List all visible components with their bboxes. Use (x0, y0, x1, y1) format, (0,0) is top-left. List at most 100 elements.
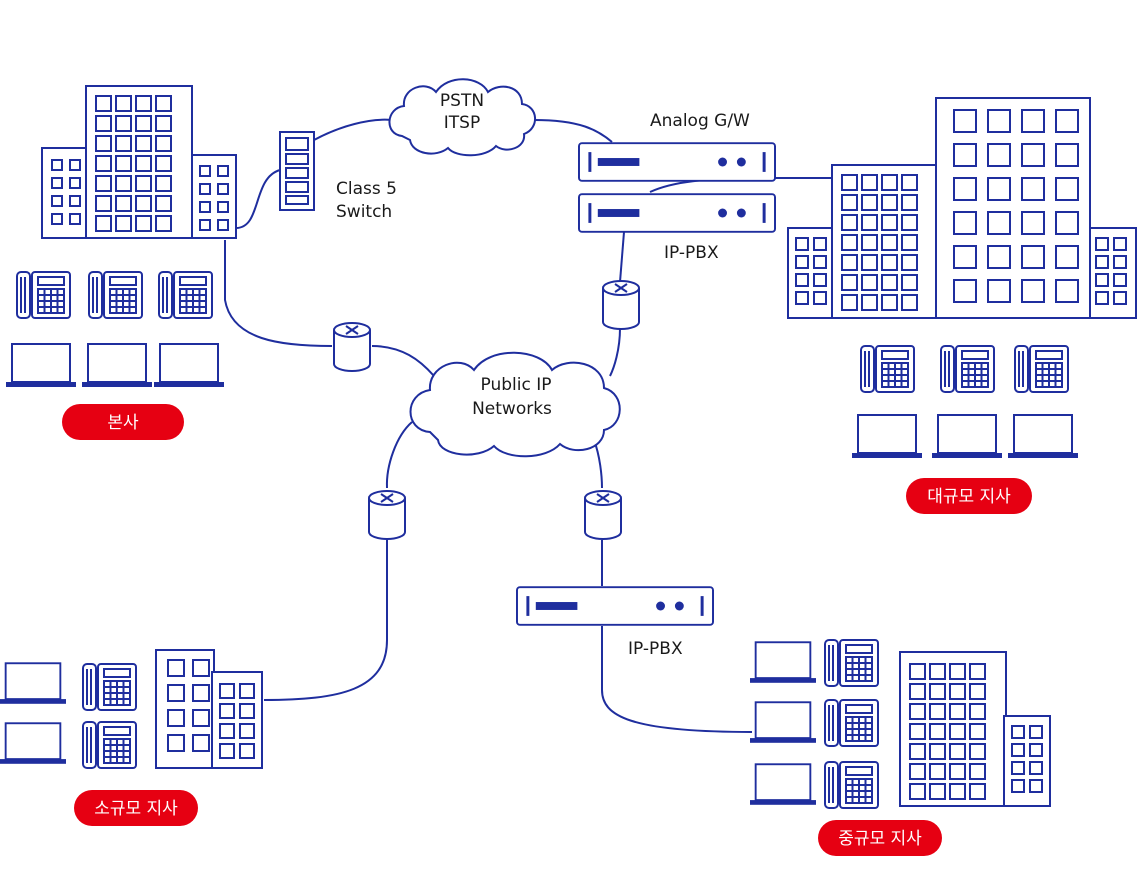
laptop-icon (154, 343, 224, 388)
window (1113, 291, 1127, 305)
window (51, 213, 63, 225)
window (901, 274, 918, 291)
window (1011, 743, 1025, 757)
site-medium-label: 중규모 지사 (838, 829, 922, 849)
window (155, 215, 172, 232)
window (795, 273, 809, 287)
window (929, 723, 946, 740)
window (1021, 177, 1045, 201)
window (1113, 255, 1127, 269)
public-ip-label-line1: Public IP (481, 375, 552, 395)
window (949, 703, 966, 720)
window (929, 763, 946, 780)
analog-gw-label: Analog G/W (650, 111, 750, 131)
window (1055, 211, 1079, 235)
window (135, 95, 152, 112)
window (881, 254, 898, 271)
window (861, 274, 878, 291)
window (95, 115, 112, 132)
ip-phone-icon (940, 345, 995, 393)
window (135, 195, 152, 212)
ip-phone-icon (82, 721, 137, 769)
router-icon (584, 490, 622, 540)
window (1011, 725, 1025, 739)
window (1021, 211, 1045, 235)
window (219, 723, 235, 739)
window (909, 683, 926, 700)
ip-pbx-top: IP-PBX (578, 193, 776, 263)
ip-phone-icon (158, 271, 213, 319)
window (901, 214, 918, 231)
window (239, 703, 255, 719)
window (217, 201, 229, 213)
window (1055, 143, 1079, 167)
ip-phone-row (860, 345, 1069, 393)
site-medium-badge (818, 820, 942, 856)
window (95, 135, 112, 152)
window (167, 684, 185, 702)
ip-phone-icon (824, 699, 879, 747)
laptop-icon (750, 701, 816, 744)
window (987, 177, 1011, 201)
window (115, 135, 132, 152)
window (909, 703, 926, 720)
window (155, 155, 172, 172)
window (987, 109, 1011, 133)
window (239, 683, 255, 699)
window (953, 177, 977, 201)
window (909, 763, 926, 780)
window (861, 234, 878, 251)
window (841, 194, 858, 211)
window (199, 219, 211, 231)
window (953, 143, 977, 167)
window (987, 143, 1011, 167)
window (969, 663, 986, 680)
window (219, 703, 235, 719)
ip-phone-icon (82, 663, 137, 711)
window (1055, 109, 1079, 133)
window (69, 195, 81, 207)
window (1029, 725, 1043, 739)
window (969, 723, 986, 740)
class5-label-line2: Switch (336, 202, 392, 222)
window (1113, 273, 1127, 287)
window (841, 214, 858, 231)
window (135, 115, 152, 132)
window (192, 684, 210, 702)
window (841, 234, 858, 251)
window (881, 174, 898, 191)
window (219, 683, 235, 699)
window (901, 234, 918, 251)
pbx-appliance-icon (516, 586, 714, 626)
site-hq-badge (62, 404, 184, 440)
window (969, 743, 986, 760)
window (239, 723, 255, 739)
window (1021, 109, 1045, 133)
window (115, 195, 132, 212)
ip-pbx-bottom: IP-PBX (516, 586, 714, 659)
ip-phone-icon (88, 271, 143, 319)
window (841, 294, 858, 311)
ip-phone-icon (16, 271, 71, 319)
laptop-icon (852, 414, 922, 459)
window (929, 743, 946, 760)
window (949, 723, 966, 740)
window (1029, 743, 1043, 757)
ip-phone-icon (824, 761, 879, 809)
window (949, 763, 966, 780)
window (949, 663, 966, 680)
window (155, 135, 172, 152)
window (813, 237, 827, 251)
laptop-icon (750, 641, 816, 684)
window (861, 194, 878, 211)
window (813, 273, 827, 287)
window (1113, 237, 1127, 251)
server-rack-icon (279, 131, 315, 211)
window (909, 723, 926, 740)
window (949, 783, 966, 800)
window (987, 211, 1011, 235)
ip-pbx-bottom-label: IP-PBX (628, 639, 683, 659)
site-large: 대규모 지사 (787, 97, 1137, 514)
window (135, 215, 152, 232)
window (199, 165, 211, 177)
